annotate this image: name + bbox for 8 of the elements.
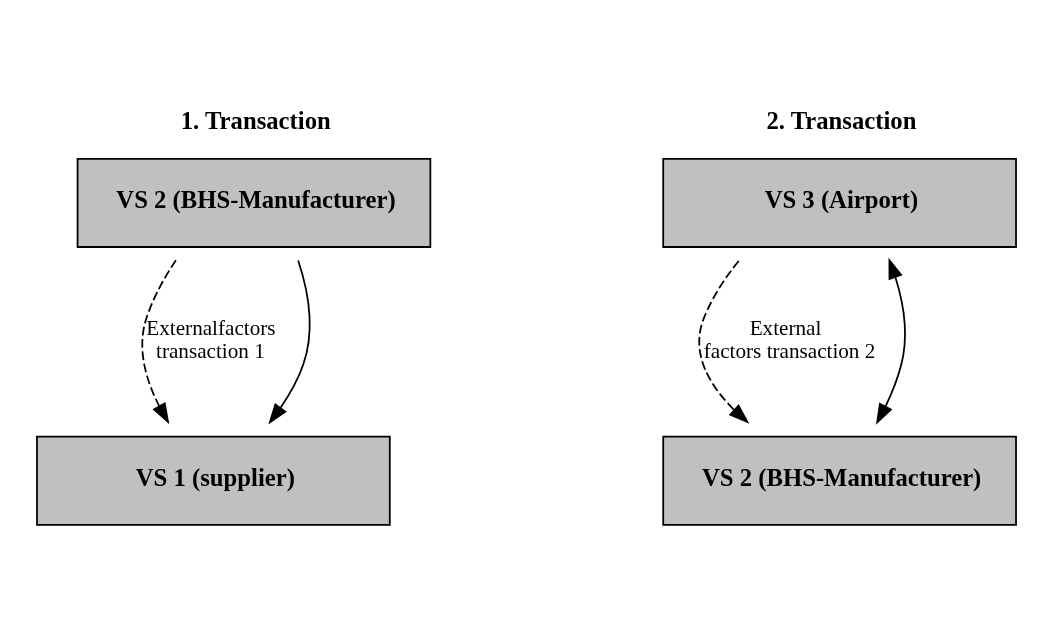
arrow: [141, 259, 177, 425]
arrow: [268, 259, 311, 425]
arrow: [876, 257, 906, 425]
node-label: 2. Transaction: [766, 107, 917, 135]
edge-label: Externalfactors transaction 1: [146, 316, 276, 364]
arrow: [698, 260, 750, 424]
node-label: 1. Transaction: [180, 107, 331, 135]
edge-label: External factors transaction 2: [703, 316, 876, 364]
